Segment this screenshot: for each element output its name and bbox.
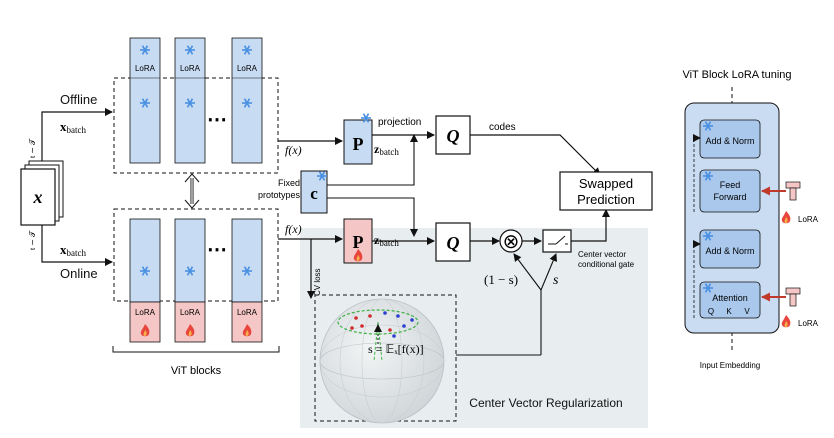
offline-projection-box: P [343,112,373,165]
prototypes-label-line1: Fixed [278,178,300,188]
one-minus-s-label: (1 − s) [484,272,518,287]
codes-label: codes [489,122,516,133]
online-codes-box [435,222,471,262]
s-label: s [553,273,559,288]
offline-sample-label: t ∼ 𝒯 [28,137,37,158]
lora-label: LoRA [135,308,156,317]
multiply-symbol: ⊗ [503,231,520,253]
feed-forward-line2: Forward [713,192,746,202]
input-embedding-label: Input Embedding [700,361,761,370]
feed-forward-line1: Feed [720,180,741,190]
prototypes-to-online-arrow [327,197,418,237]
offline-ellipsis: ⋯ [207,109,227,131]
lora-label: LoRA [180,64,201,73]
online-vit-column-1: LoRA [129,218,161,343]
shared-weights-double-arrow [184,173,200,209]
online-sample-label: t ∼ 𝒯 [28,229,37,250]
gate-label-line2: conditional gate [578,260,635,269]
gate-label-line1: Center vector [578,250,626,259]
swapped-prediction-box [559,171,653,211]
vit-blocks-label: ViT blocks [171,365,222,377]
online-z-batch-label: zbatch [374,233,399,248]
attention-lora-adapter: LoRA [781,287,819,328]
lora-label: LoRA [135,64,156,73]
prototypes-box: c [300,170,328,214]
offline-batch-label: xbatch [60,119,86,135]
right-panel-title: ViT Block LoRA tuning [682,69,791,81]
attention-k: K [726,307,732,316]
online-vit-column-2: LoRA [174,218,206,343]
online-projection-box: P [343,218,373,264]
online-projection-symbol: P [353,232,364,252]
online-feature-label: f(x) [285,222,302,236]
cv-region-label: Center Vector Regularization [469,396,622,410]
offline-vit-group [113,77,279,174]
offline-branch-arrow [41,108,113,161]
projection-label: projection [378,117,421,128]
flame-icon [781,211,791,224]
cv-loss-label: CV loss [313,268,322,296]
lora-label: LoRA [180,308,201,317]
offline-vit-column-2: LoRA [174,37,206,164]
add-norm-top-label: Add & Norm [705,136,754,146]
gate-to-swapped-arrow [571,209,610,242]
lora-label: LoRA [237,308,258,317]
cv-formula: s = 𝔼ₓ[f(x)] [368,342,424,356]
attention-block: Attention Q K V [699,281,761,319]
prototypes-to-offline-arrow [327,134,418,186]
add-norm-top-block: Add & Norm [699,119,761,159]
prototypes-label-line2: prototypes [258,190,301,200]
prototypes-symbol: c [310,184,318,203]
s-arrow [540,253,557,291]
add-norm-bottom-label: Add & Norm [705,246,754,256]
online-vit-column-3: LoRA [231,218,263,343]
online-ellipsis: ⋯ [207,239,227,261]
residual-top-arrow [693,134,701,212]
ff-lora-label: LoRA [798,215,819,224]
online-codes-symbol: Q [447,233,460,253]
offline-z-batch-label: zbatch [374,142,399,157]
flame-icon [781,315,791,328]
online-label: Online [60,266,98,281]
hypersphere [319,298,445,424]
offline-feature-label: f(x) [285,143,302,157]
offline-projection-symbol: P [353,134,364,154]
feed-forward-block: Feed Forward [699,169,761,213]
conditional-gate-switch [542,229,572,253]
codes-arrow [470,134,601,176]
attention-q: Q [708,307,714,316]
vit-blocks-brace [112,346,280,353]
online-batch-label: xbatch [60,242,86,258]
attention-label: Attention [712,293,748,303]
add-norm-bottom-block: Add & Norm [699,229,761,269]
offline-vit-column-3: LoRA [231,37,263,164]
residual-bottom-arrow [693,240,701,318]
right-panel-container [684,102,780,334]
online-branch-arrow [41,225,113,266]
swapped-line2: Prediction [577,192,635,207]
swapped-line1: Swapped [579,176,633,191]
input-image-stack: x [20,160,64,226]
attention-lora-label: LoRA [798,319,819,328]
input-symbol: x [33,187,43,207]
offline-vit-column-1: LoRA [129,37,161,164]
attention-v: V [744,307,750,316]
offline-label: Offline [60,92,97,107]
lora-label: LoRA [237,64,258,73]
one-minus-s-arrow [513,253,542,291]
ff-lora-adapter: LoRA [781,181,819,224]
offline-codes-symbol: Q [447,126,460,146]
